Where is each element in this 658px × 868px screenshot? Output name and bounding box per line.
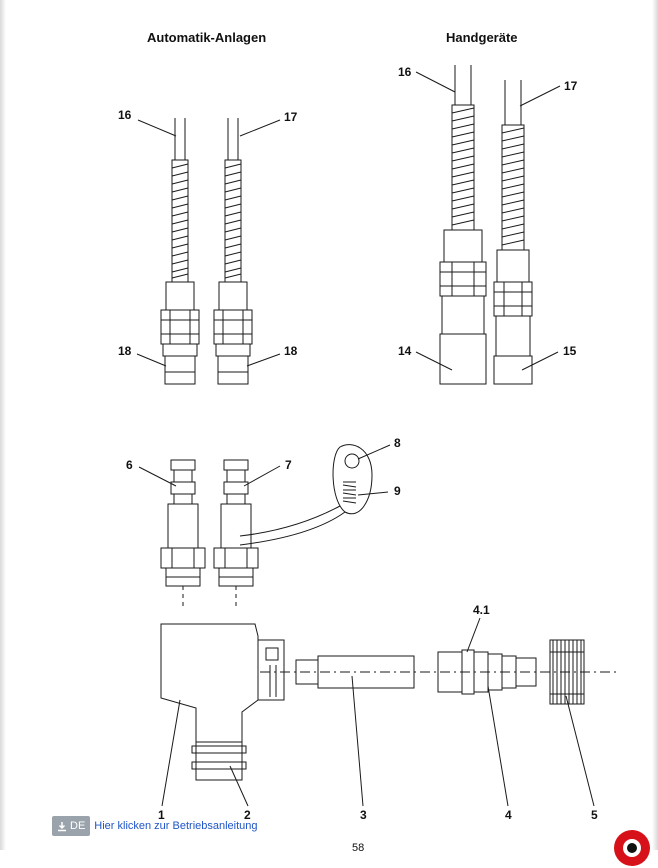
manual-download-link[interactable]: Hier klicken zur Betriebsanleitung: [94, 820, 258, 832]
callout-16-hand: 16: [398, 65, 412, 79]
callout-16-auto: 16: [118, 108, 132, 122]
callout-17-auto: 17: [284, 110, 298, 124]
callout-14-hand: 14: [398, 344, 412, 358]
callout-9: 9: [394, 484, 401, 498]
download-language-button[interactable]: DE: [52, 816, 91, 836]
brand-logo: [614, 830, 650, 866]
coupling-6: [160, 459, 206, 606]
hand-leader-lines: [415, 71, 561, 371]
body-part-1: [160, 623, 285, 781]
callout-4-1: 4.1: [473, 603, 490, 617]
hand-hose-right: [493, 80, 533, 385]
coupling-7: [213, 459, 259, 606]
callout-17-hand: 17: [564, 79, 578, 93]
callout-2: 2: [244, 808, 251, 822]
auto-leader-lines: [136, 119, 281, 367]
callout-7: 7: [285, 458, 292, 472]
callout-6: 6: [126, 458, 133, 472]
coupling-leader-lines: [138, 444, 391, 496]
tag-8-9: [239, 444, 373, 546]
auto-hose-left: [160, 118, 200, 385]
callout-3: 3: [360, 808, 367, 822]
heading-handgeraete: Handgeräte: [446, 30, 518, 45]
hand-hose-left: [439, 65, 487, 385]
callout-18-auto-right: 18: [284, 344, 298, 358]
callout-4: 4: [505, 808, 512, 822]
part-4: [437, 649, 537, 695]
callout-18-auto-left: 18: [118, 344, 132, 358]
auto-hose-right: [213, 118, 253, 385]
callout-5: 5: [591, 808, 598, 822]
exploded-view-drawing: [136, 65, 620, 807]
callout-8: 8: [394, 436, 401, 450]
part-3: [260, 655, 620, 689]
download-icon: [58, 821, 66, 831]
bottom-leader-lines: [161, 617, 595, 807]
page-number: 58: [352, 842, 365, 854]
language-badge: DE: [70, 820, 86, 832]
callout-15-hand: 15: [563, 344, 577, 358]
page-shadow-right: [652, 0, 658, 850]
download-bar: DE Hier klicken zur Betriebsanleitung: [52, 816, 258, 836]
page-shadow-left: [0, 0, 6, 850]
callout-1: 1: [158, 808, 165, 822]
heading-automatik: Automatik-Anlagen: [147, 30, 267, 45]
part-5-knurled-nut: [549, 639, 585, 705]
